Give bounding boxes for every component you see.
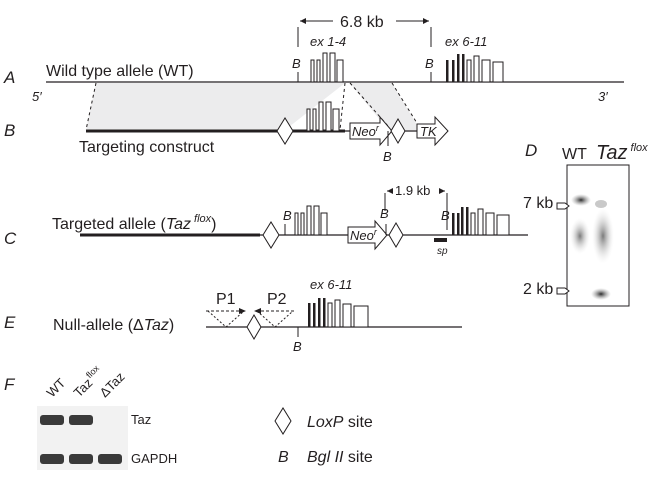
loxp-site-icon [390,118,406,144]
marker-2kb-arrow [556,287,570,295]
targeting-construct-label: Targeting construct [79,139,215,156]
targeted-exons-1-4 [294,205,328,236]
legend: LoxP site B Bgl II site [274,407,373,466]
legend-bgl-label: Bgl II site [307,449,373,466]
pcr-band-wt-taz [40,415,64,425]
construct-exons-1-4 [306,101,340,132]
bgl-site-label: B [293,339,302,354]
bgl-site-label: B [292,56,301,71]
marker-2kb-label: 2 kb [523,281,553,298]
null-exons-6-11-label: ex 6-11 [310,277,352,292]
legend-b-letter: B [278,449,289,466]
pcr-lane-delta-taz: ΔTaz [97,369,128,400]
panel-a: A Wild type allele (WT) 5′ 3′ 6.8 kb ex … [3,14,624,104]
panel-label-d: D [525,141,537,160]
span-label-bg [393,183,439,197]
panel-f: F WT Tazflox ΔTaz Taz GAPDH [4,363,177,470]
pcr-lane-wt: WT [44,375,69,400]
tk-label: TK [420,124,438,139]
southern-probe-label: sp [437,246,448,257]
panel-label-a: A [3,68,15,87]
loxp-site-icon [262,221,280,249]
exons-1-4-label: ex 1-4 [310,34,346,49]
targeted-exons-6-11 [452,207,510,236]
blot-band-taz-faint [595,200,607,208]
bgl-site-label: B [383,149,392,164]
primer-p1-dashes [207,310,245,328]
three-prime-label: 3′ [598,89,608,104]
exons-6-11-label: ex 6-11 [445,34,487,49]
neo-label: Neor [350,227,378,243]
southern-probe-bar [434,238,447,242]
blot-band-taz-2kb [591,288,611,300]
blot-smear-wt [570,218,590,254]
legend-loxp-label: LoxP site [307,414,373,431]
primer-p1-label: P1 [216,291,236,308]
blot-lane-wt: WT [562,146,587,163]
loxp-site-icon [276,117,294,145]
null-allele-label: Null-allele (ΔTaz) [53,317,174,334]
neo-cassette-arrow [349,115,393,147]
panel-e: E Null-allele (ΔTaz) P1 P2 ex 6-11 B [4,277,462,354]
null-exons-6-11 [308,298,369,328]
panel-b: B Neor B TK Targeting construct [4,101,449,164]
pcr-band-wt-gapdh [40,454,64,464]
span-6-8kb-label: 6.8 kb [340,14,384,31]
panel-label-e: E [4,313,16,332]
blot-band-wt-7kb [571,194,591,206]
bgl-site-label: B [283,208,292,223]
primer-p2-dashes [256,310,294,328]
span-1-9kb-label: 1.9 kb [395,183,430,198]
exons-6-11 [446,54,504,83]
pcr-row-gapdh-label: GAPDH [131,451,177,466]
primer-p2-label: P2 [267,291,287,308]
pcr-band-delta-gapdh [98,454,122,464]
panel-label-f: F [4,375,16,394]
loxp-site-icon [246,314,262,340]
homology-connectors [85,82,421,131]
primer-p1-arrowhead [239,308,246,314]
homology-shading [86,83,345,130]
neo-label: Neor [352,123,380,139]
pcr-band-flox-gapdh [69,454,93,464]
pcr-band-flox-taz [69,415,93,425]
marker-7kb-arrow [556,202,570,210]
exons-1-4 [310,52,344,83]
legend-loxp-icon [274,407,292,435]
tk-cassette-arrow [416,115,449,147]
neo-cassette-arrow [347,219,388,251]
blot-smear-taz [592,208,614,264]
pcr-row-taz-label: Taz [131,412,151,427]
marker-7kb-label: 7 kb [523,195,553,212]
span-arrowheads [387,188,445,194]
five-prime-label: 5′ [32,89,42,104]
bgl-site-label: B [425,56,434,71]
panel-label-b: B [4,121,15,140]
panel-label-c: C [4,229,17,248]
wt-allele-label: Wild type allele (WT) [46,63,194,80]
loxp-site-icon [388,222,404,248]
bgl-site-label: B [441,208,450,223]
bgl-site-label: B [380,206,389,221]
